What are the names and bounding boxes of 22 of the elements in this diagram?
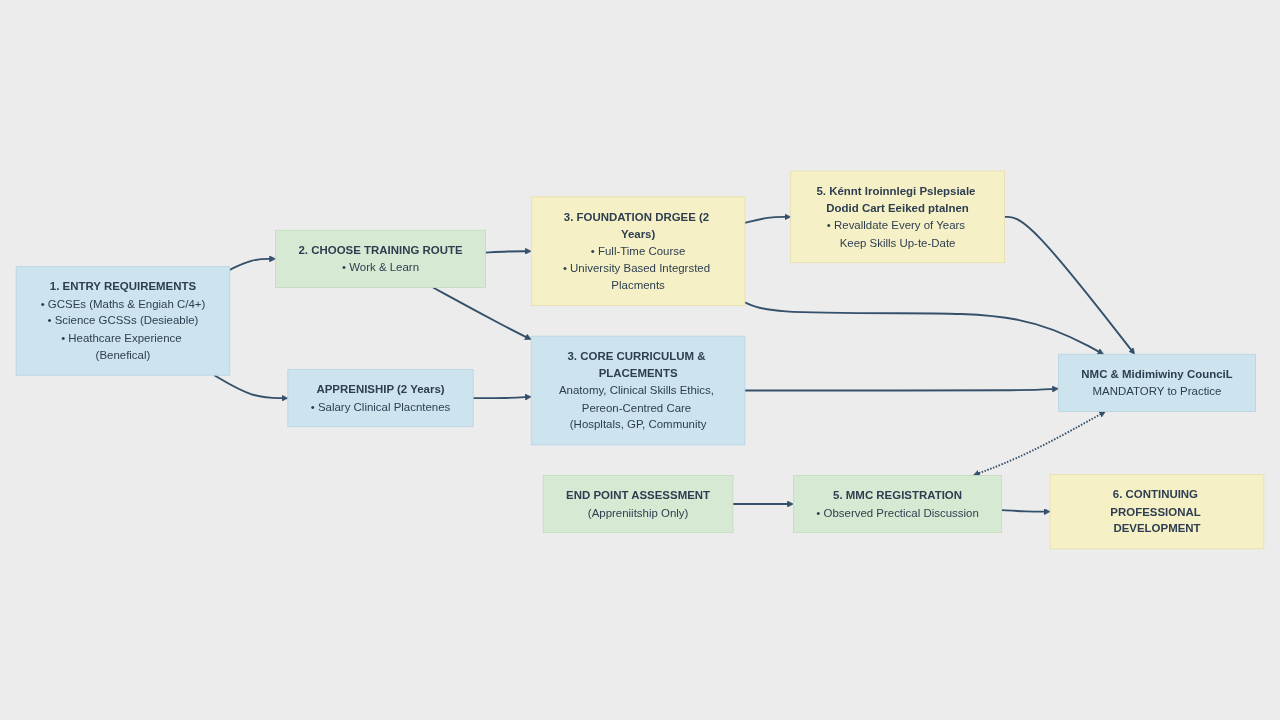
node-box: 3. CORE CURRICULUM & PLACEMENTS Anatomy, Clinical Skills Ethics, Pereon-Centred Care (Hospltals, GP, Community (530, 335, 746, 446)
arrow (744, 213, 792, 224)
node-box: 2. CHOOSE TRAINING ROUTE • Work & Learn (275, 229, 486, 288)
node-box: 1. ENTRY REQUIREMENTS • GCSEs (Maths & Engiah C/4+) • Science GCSSs (Desieable) • Heathcare Experience (Benefical) (15, 266, 231, 376)
arrow (228, 255, 276, 271)
arrow (973, 411, 1106, 477)
node-box: END POINT ASSESSMENT (Appreniitship Only) (542, 475, 734, 534)
arrow (213, 374, 289, 402)
arrow (472, 393, 532, 401)
arrow (484, 247, 532, 255)
node-box: 6. CONTINUING PROFESSIONAL DEVELOPMENT (1049, 474, 1265, 550)
node-box: 5. MMC REGISTRATION • Observed Prectical Discussion (793, 475, 1003, 534)
arrow (1000, 508, 1051, 515)
arrow (432, 286, 532, 340)
arrow (1003, 215, 1135, 355)
node-box: NMC & Midimiwiny CounciL MANDATORY to Practice (1058, 353, 1256, 412)
arrow (744, 301, 1104, 355)
node-box: APPRENISHIP (2 Years) • Salary Clinical Placntenes (287, 369, 474, 428)
node-box: 3. FOUNDATION DRGEE (2 Years) • Full-Time Course • University Based Integrsted Placments (530, 196, 746, 306)
arrow (732, 500, 794, 508)
node-box: 5. Kénnt Iroinnlegi Pslepsiale Dodid Cart Eeiked ptalnen • Revalldate Every of Years Keep Skills Up-te-Date (790, 170, 1005, 264)
arrow (744, 385, 1059, 393)
